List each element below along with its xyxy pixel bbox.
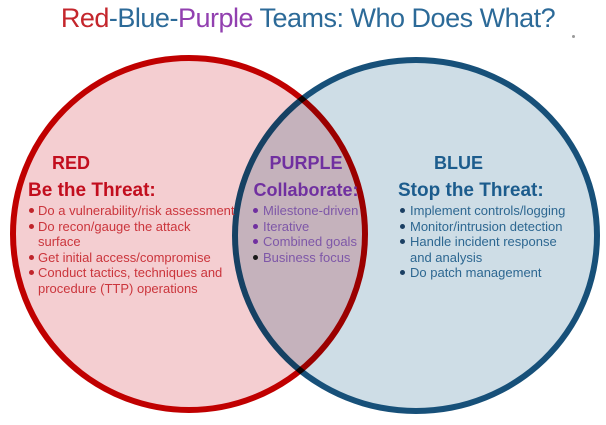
title-part-rest: Teams: Who Does What?: [253, 3, 556, 33]
purple-team-section: PURPLE Collaborate: Milestone-driven Ite…: [250, 153, 362, 265]
list-item-text: Combined goals: [263, 234, 357, 249]
list-item-text: Do recon/gauge the attack surface: [38, 218, 191, 250]
red-team-label: RED: [52, 153, 91, 173]
list-item: Implement controls/logging: [398, 203, 566, 219]
bullet-icon: [400, 223, 405, 229]
title-part-red: Red: [60, 3, 110, 33]
purple-team-label: PURPLE: [269, 153, 343, 173]
list-item-text: Iterative: [263, 218, 310, 234]
list-item: Milestone-driven: [250, 203, 362, 219]
title-separator: -: [169, 3, 178, 33]
list-item: Business focus: [250, 250, 362, 266]
blue-team-list: Implement controls/logging Monitor/intru…: [398, 203, 566, 281]
list-item-text: Do patch management: [410, 265, 542, 280]
list-item: Handle incident response and analysis: [398, 234, 566, 265]
bullet-icon: [29, 254, 34, 260]
blue-team-label: BLUE: [434, 153, 483, 173]
title-separator: -: [108, 3, 118, 33]
list-item: Combined goals: [250, 234, 362, 250]
bullet-icon: [29, 208, 34, 213]
purple-team-list: Milestone-driven Iterative Combined goal…: [250, 203, 362, 265]
blue-team-section: BLUE Stop the Threat: Implement controls…: [398, 153, 566, 281]
list-item: Conduct tactics, techniques and procedur…: [28, 265, 236, 296]
red-team-list: Do a vulnerability/risk assessment Do re…: [28, 203, 236, 296]
title-part-blue: Blue: [117, 3, 170, 33]
list-item-text: Business focus: [263, 249, 351, 265]
bullet-icon: [29, 223, 34, 229]
list-item-text: Implement controls/logging: [410, 203, 566, 218]
list-item: Iterative: [250, 219, 362, 235]
bullet-icon: [253, 239, 258, 244]
list-item: Do recon/gauge the attack surface: [28, 219, 236, 250]
list-item-text: Milestone-driven: [263, 203, 359, 218]
bullet-icon: [400, 208, 405, 213]
list-item-text: Handle incident response and analysis: [410, 234, 557, 265]
list-item-text: Do a vulnerability/risk assessment: [38, 203, 235, 218]
list-item: Do a vulnerability/risk assessment: [28, 203, 236, 219]
list-item: Do patch management: [398, 265, 566, 281]
list-item: Get initial access/compromise: [28, 250, 236, 266]
bullet-icon: [253, 208, 258, 213]
list-item-text: Monitor/intrusion detection: [410, 218, 563, 234]
list-item: Monitor/intrusion detection: [398, 219, 566, 235]
purple-team-subtitle: Collaborate:: [253, 180, 359, 200]
list-item-text: Conduct tactics, techniques and procedur…: [38, 265, 223, 296]
bullet-icon: [400, 270, 405, 275]
stray-dot-artifact: [572, 35, 575, 38]
bullet-icon: [253, 223, 258, 229]
bullet-icon: [29, 270, 34, 275]
blue-team-circle: [232, 57, 600, 414]
bullet-icon: [253, 254, 258, 260]
bullet-icon: [400, 239, 405, 244]
page-title: Red-Blue-Purple Teams: Who Does What?: [10, 3, 606, 34]
red-team-subtitle: Be the Threat:: [28, 180, 156, 201]
title-part-purple: Purple: [177, 3, 254, 33]
blue-team-subtitle: Stop the Threat:: [398, 180, 544, 201]
list-item-text: Get initial access/compromise: [38, 249, 211, 265]
red-team-section: RED Be the Threat: Do a vulnerability/ri…: [28, 153, 236, 296]
